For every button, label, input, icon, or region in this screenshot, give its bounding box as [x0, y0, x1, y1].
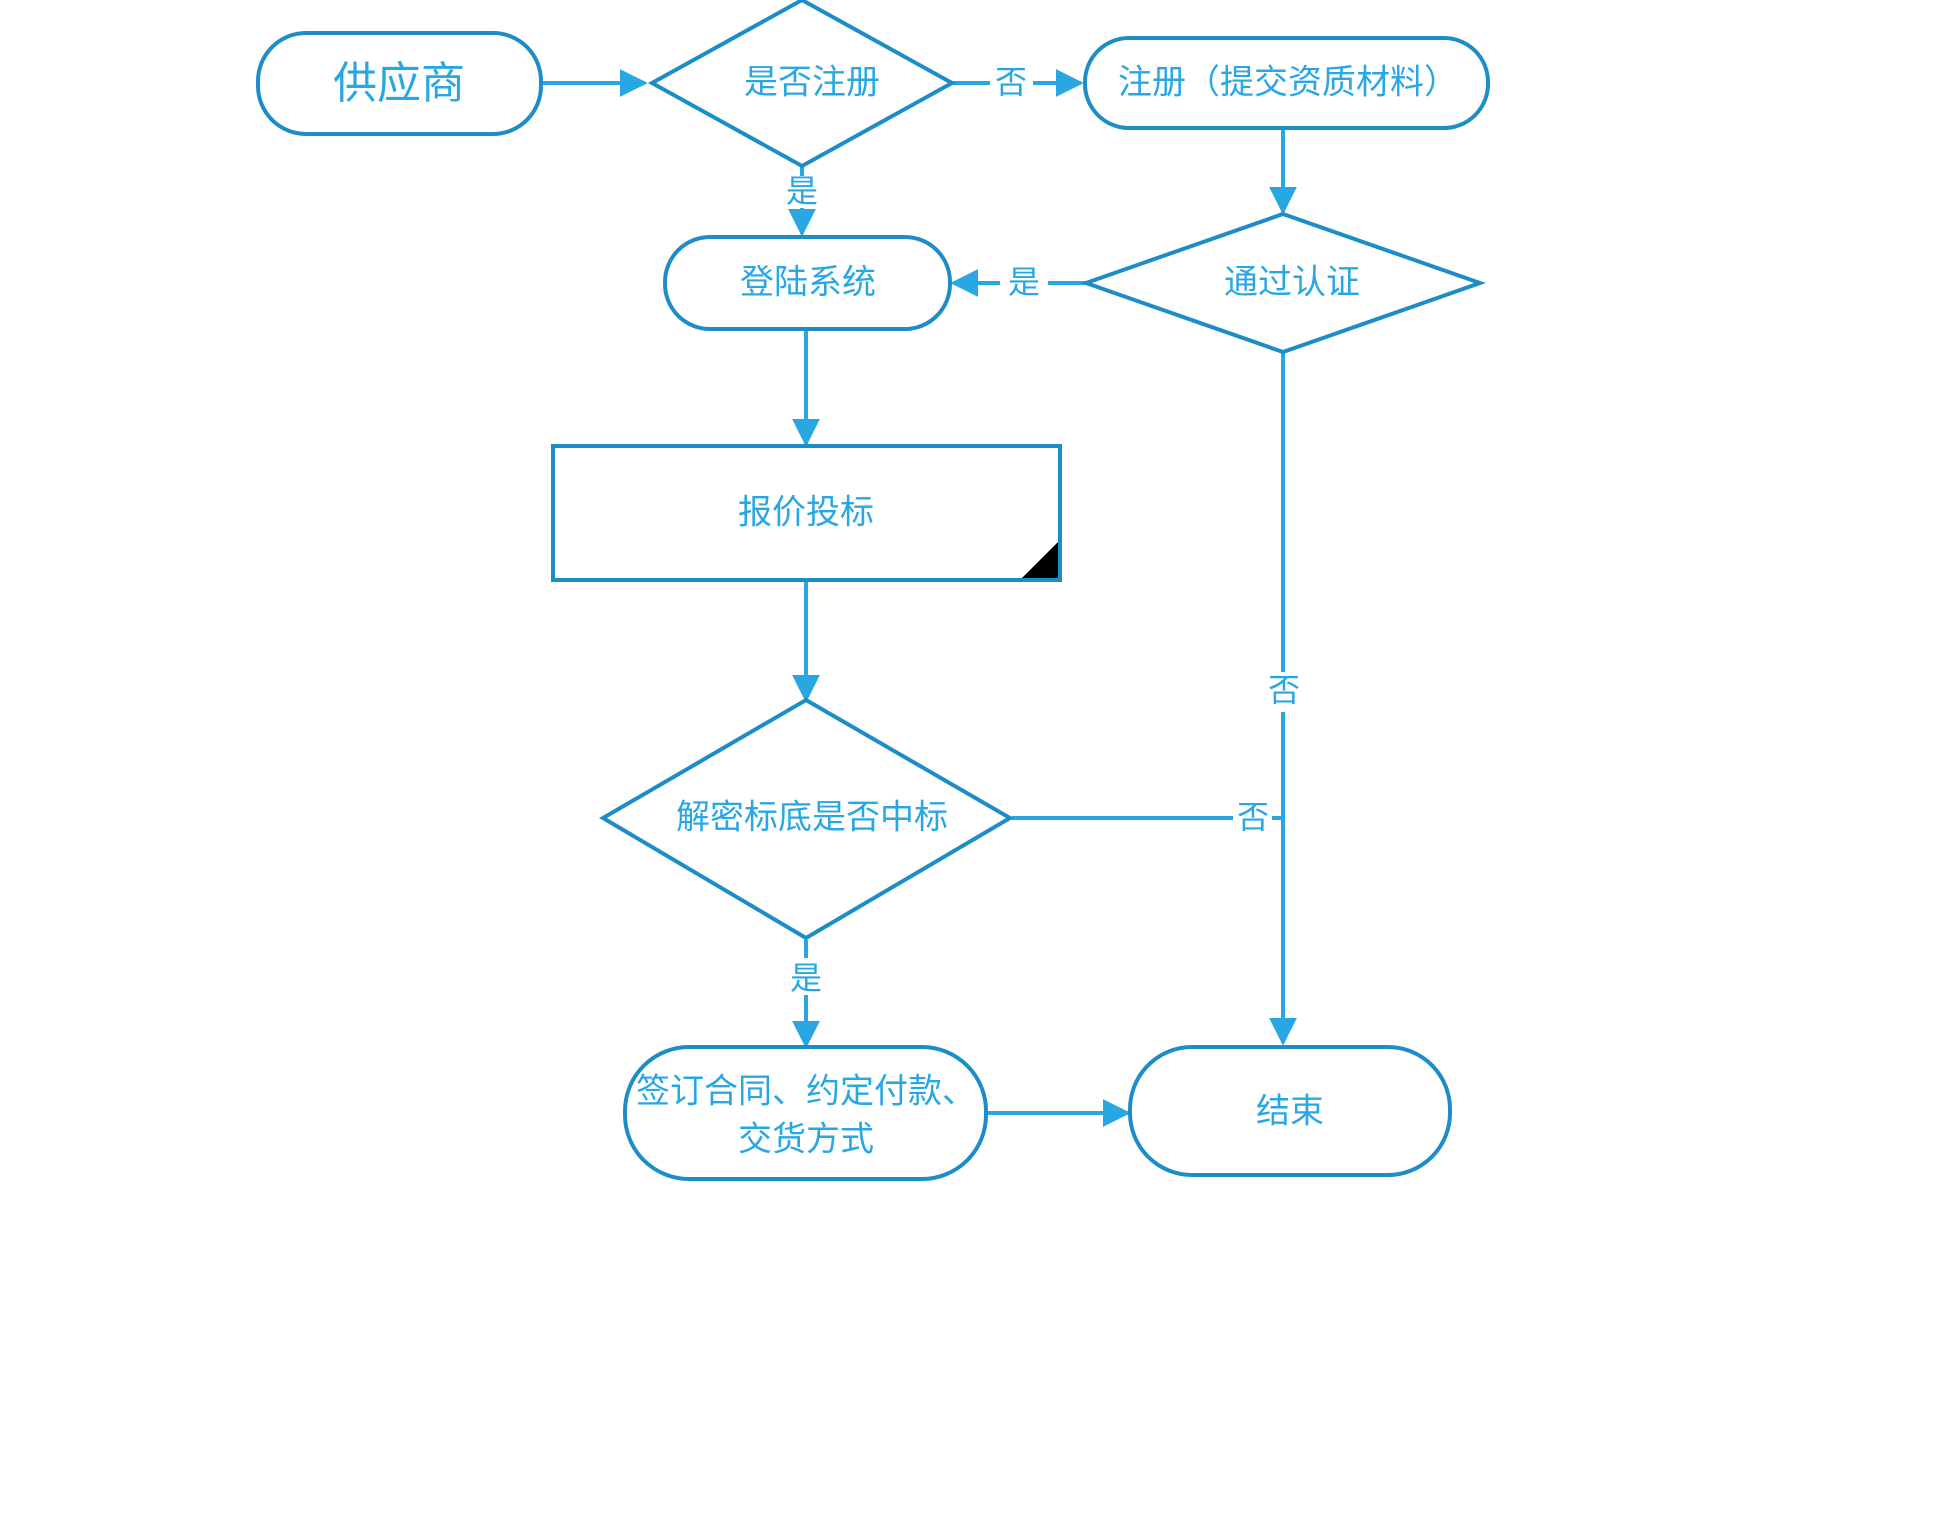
win-bid-shape[interactable]	[599, 697, 1014, 941]
edge-label-yes-certified: 是	[1008, 263, 1040, 301]
node-win-bid[interactable]: 解密标底是否中标	[599, 697, 1014, 941]
node-bidding[interactable]: 报价投标	[551, 444, 1062, 582]
win-bid-label: 解密标底是否中标	[676, 798, 948, 838]
is-registered-label: 是否注册	[744, 63, 880, 103]
bidding-shape[interactable]	[551, 444, 1062, 582]
edge-label-yes-contract: 是	[790, 959, 822, 997]
node-contract[interactable]: 签订合同、约定付款、 交货方式	[623, 1045, 988, 1181]
is-registered-shape[interactable]	[647, 0, 957, 169]
register-shape[interactable]	[1083, 36, 1490, 130]
node-is-registered[interactable]: 是否注册	[647, 0, 957, 169]
edge-label-no-certified: 否	[1268, 671, 1300, 709]
node-end[interactable]: 结束	[1128, 1045, 1452, 1177]
edge-certified-no-end: 否	[1268, 352, 1300, 1046]
edge-is-registered-yes-login: 是	[786, 167, 818, 237]
node-supplier[interactable]: 供应商	[256, 31, 543, 136]
edge-win-bid-no-end: 否	[1012, 798, 1285, 836]
edge-is-registered-no-register: 否	[952, 63, 1084, 101]
edge-label-no-win-bid: 否	[1237, 798, 1269, 836]
contract-shape[interactable]	[623, 1045, 988, 1181]
certified-label: 通过认证	[1224, 263, 1360, 303]
bidding-label: 报价投标	[738, 493, 874, 533]
node-certified[interactable]: 通过认证	[1079, 211, 1487, 355]
bidding-corner-fold-icon	[1022, 542, 1058, 578]
contract-label-line2: 交货方式	[738, 1120, 874, 1160]
register-label: 注册（提交资质材料）	[1118, 63, 1458, 103]
login-label: 登陆系统	[740, 263, 876, 303]
contract-label-line1: 签订合同、约定付款、	[636, 1072, 976, 1112]
end-shape[interactable]	[1128, 1045, 1452, 1177]
node-register[interactable]: 注册（提交资质材料）	[1083, 36, 1490, 130]
node-login[interactable]: 登陆系统	[663, 235, 952, 331]
edge-label-no-register: 否	[995, 63, 1027, 101]
edge-certified-yes-login: 是	[950, 263, 1089, 301]
supplier-label: 供应商	[333, 58, 465, 109]
certified-shape[interactable]	[1079, 211, 1487, 355]
end-label: 结束	[1256, 1092, 1324, 1132]
edge-label-yes-login: 是	[786, 172, 818, 210]
edge-win-bid-yes-contract: 是	[790, 940, 822, 1049]
supplier-shape[interactable]	[256, 31, 543, 136]
login-shape[interactable]	[663, 235, 952, 331]
